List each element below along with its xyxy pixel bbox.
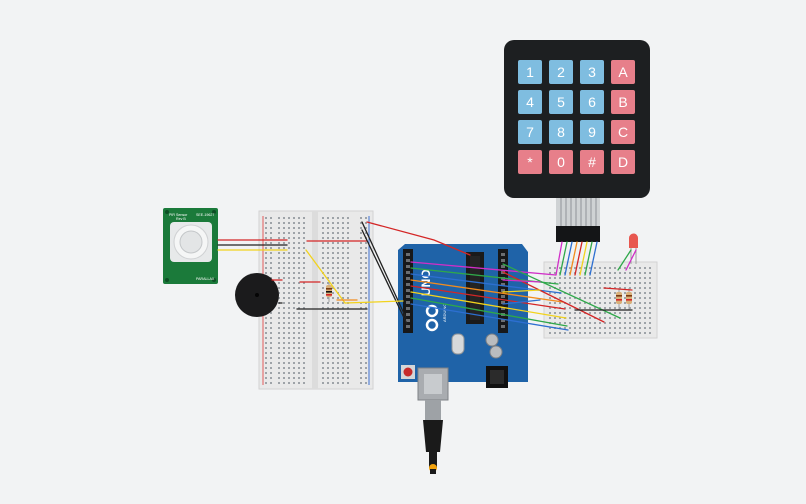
pir-title: PIR Sensor: [169, 213, 188, 217]
keypad-key-7[interactable]: 7: [518, 120, 542, 144]
keypad-key-1[interactable]: 1: [518, 60, 542, 84]
pir-model: SEE-19627: [196, 213, 214, 217]
keypad-key-6[interactable]: 6: [580, 90, 604, 114]
keypad-key-4[interactable]: 4: [518, 90, 542, 114]
keypad-key-A[interactable]: A: [611, 60, 635, 84]
arduino-infinity-logo-icon: [425, 304, 439, 332]
keypad-key-label: 0: [557, 154, 565, 170]
keypad-key-label: 5: [557, 94, 565, 110]
keypad-key-label: D: [618, 154, 628, 170]
pir-footer: PARALLAX: [196, 277, 215, 281]
keypad-key-label: 1: [526, 64, 534, 80]
keypad-key-3[interactable]: 3: [580, 60, 604, 84]
keypad-key-5[interactable]: 5: [549, 90, 573, 114]
keypad-key-D[interactable]: D: [611, 150, 635, 174]
wires: [217, 221, 637, 331]
pir-rev: Rev B: [176, 217, 186, 221]
keypad-key-label: *: [527, 154, 533, 170]
keypad-key-2[interactable]: 2: [549, 60, 573, 84]
keypad-key-C[interactable]: C: [611, 120, 635, 144]
keypad-key-*[interactable]: *: [518, 150, 542, 174]
keypad-key-label: C: [618, 124, 628, 140]
keypad-key-label: 7: [526, 124, 534, 140]
keypad-key-#[interactable]: #: [580, 150, 604, 174]
arduino-sub-text: ARDUINO: [442, 304, 447, 322]
keypad-key-label: 2: [557, 64, 565, 80]
resistor-left[interactable]: [326, 280, 332, 302]
keypad-key-label: #: [588, 154, 596, 170]
keypad-key-label: 8: [557, 124, 565, 140]
keypad-ribbon-cable: [556, 198, 600, 242]
resistor-pair[interactable]: [616, 288, 632, 310]
keypad-4x4[interactable]: 1 2 3 A 4 5 6 B 7 8 9 C * 0 # D: [504, 40, 650, 242]
keypad-key-0[interactable]: 0: [549, 150, 573, 174]
usb-cable: [423, 400, 443, 474]
keypad-key-label: A: [618, 64, 628, 80]
keypad-key-8[interactable]: 8: [549, 120, 573, 144]
piezo-buzzer[interactable]: [235, 273, 279, 317]
arduino-uno[interactable]: UNO ARDUINO: [398, 244, 528, 401]
keypad-key-label: 9: [588, 124, 596, 140]
breadboard-left-holes: [265, 217, 367, 384]
keypad-key-label: 3: [588, 64, 596, 80]
keypad-key-B[interactable]: B: [611, 90, 635, 114]
led-red[interactable]: [629, 233, 638, 265]
keypad-key-label: 6: [588, 94, 596, 110]
keypad-key-label: 4: [526, 94, 534, 110]
keypad-key-9[interactable]: 9: [580, 120, 604, 144]
pir-sensor[interactable]: PIR Sensor Rev B SEE-19627 PARALLAX: [163, 208, 218, 284]
keypad-key-label: B: [618, 94, 627, 110]
